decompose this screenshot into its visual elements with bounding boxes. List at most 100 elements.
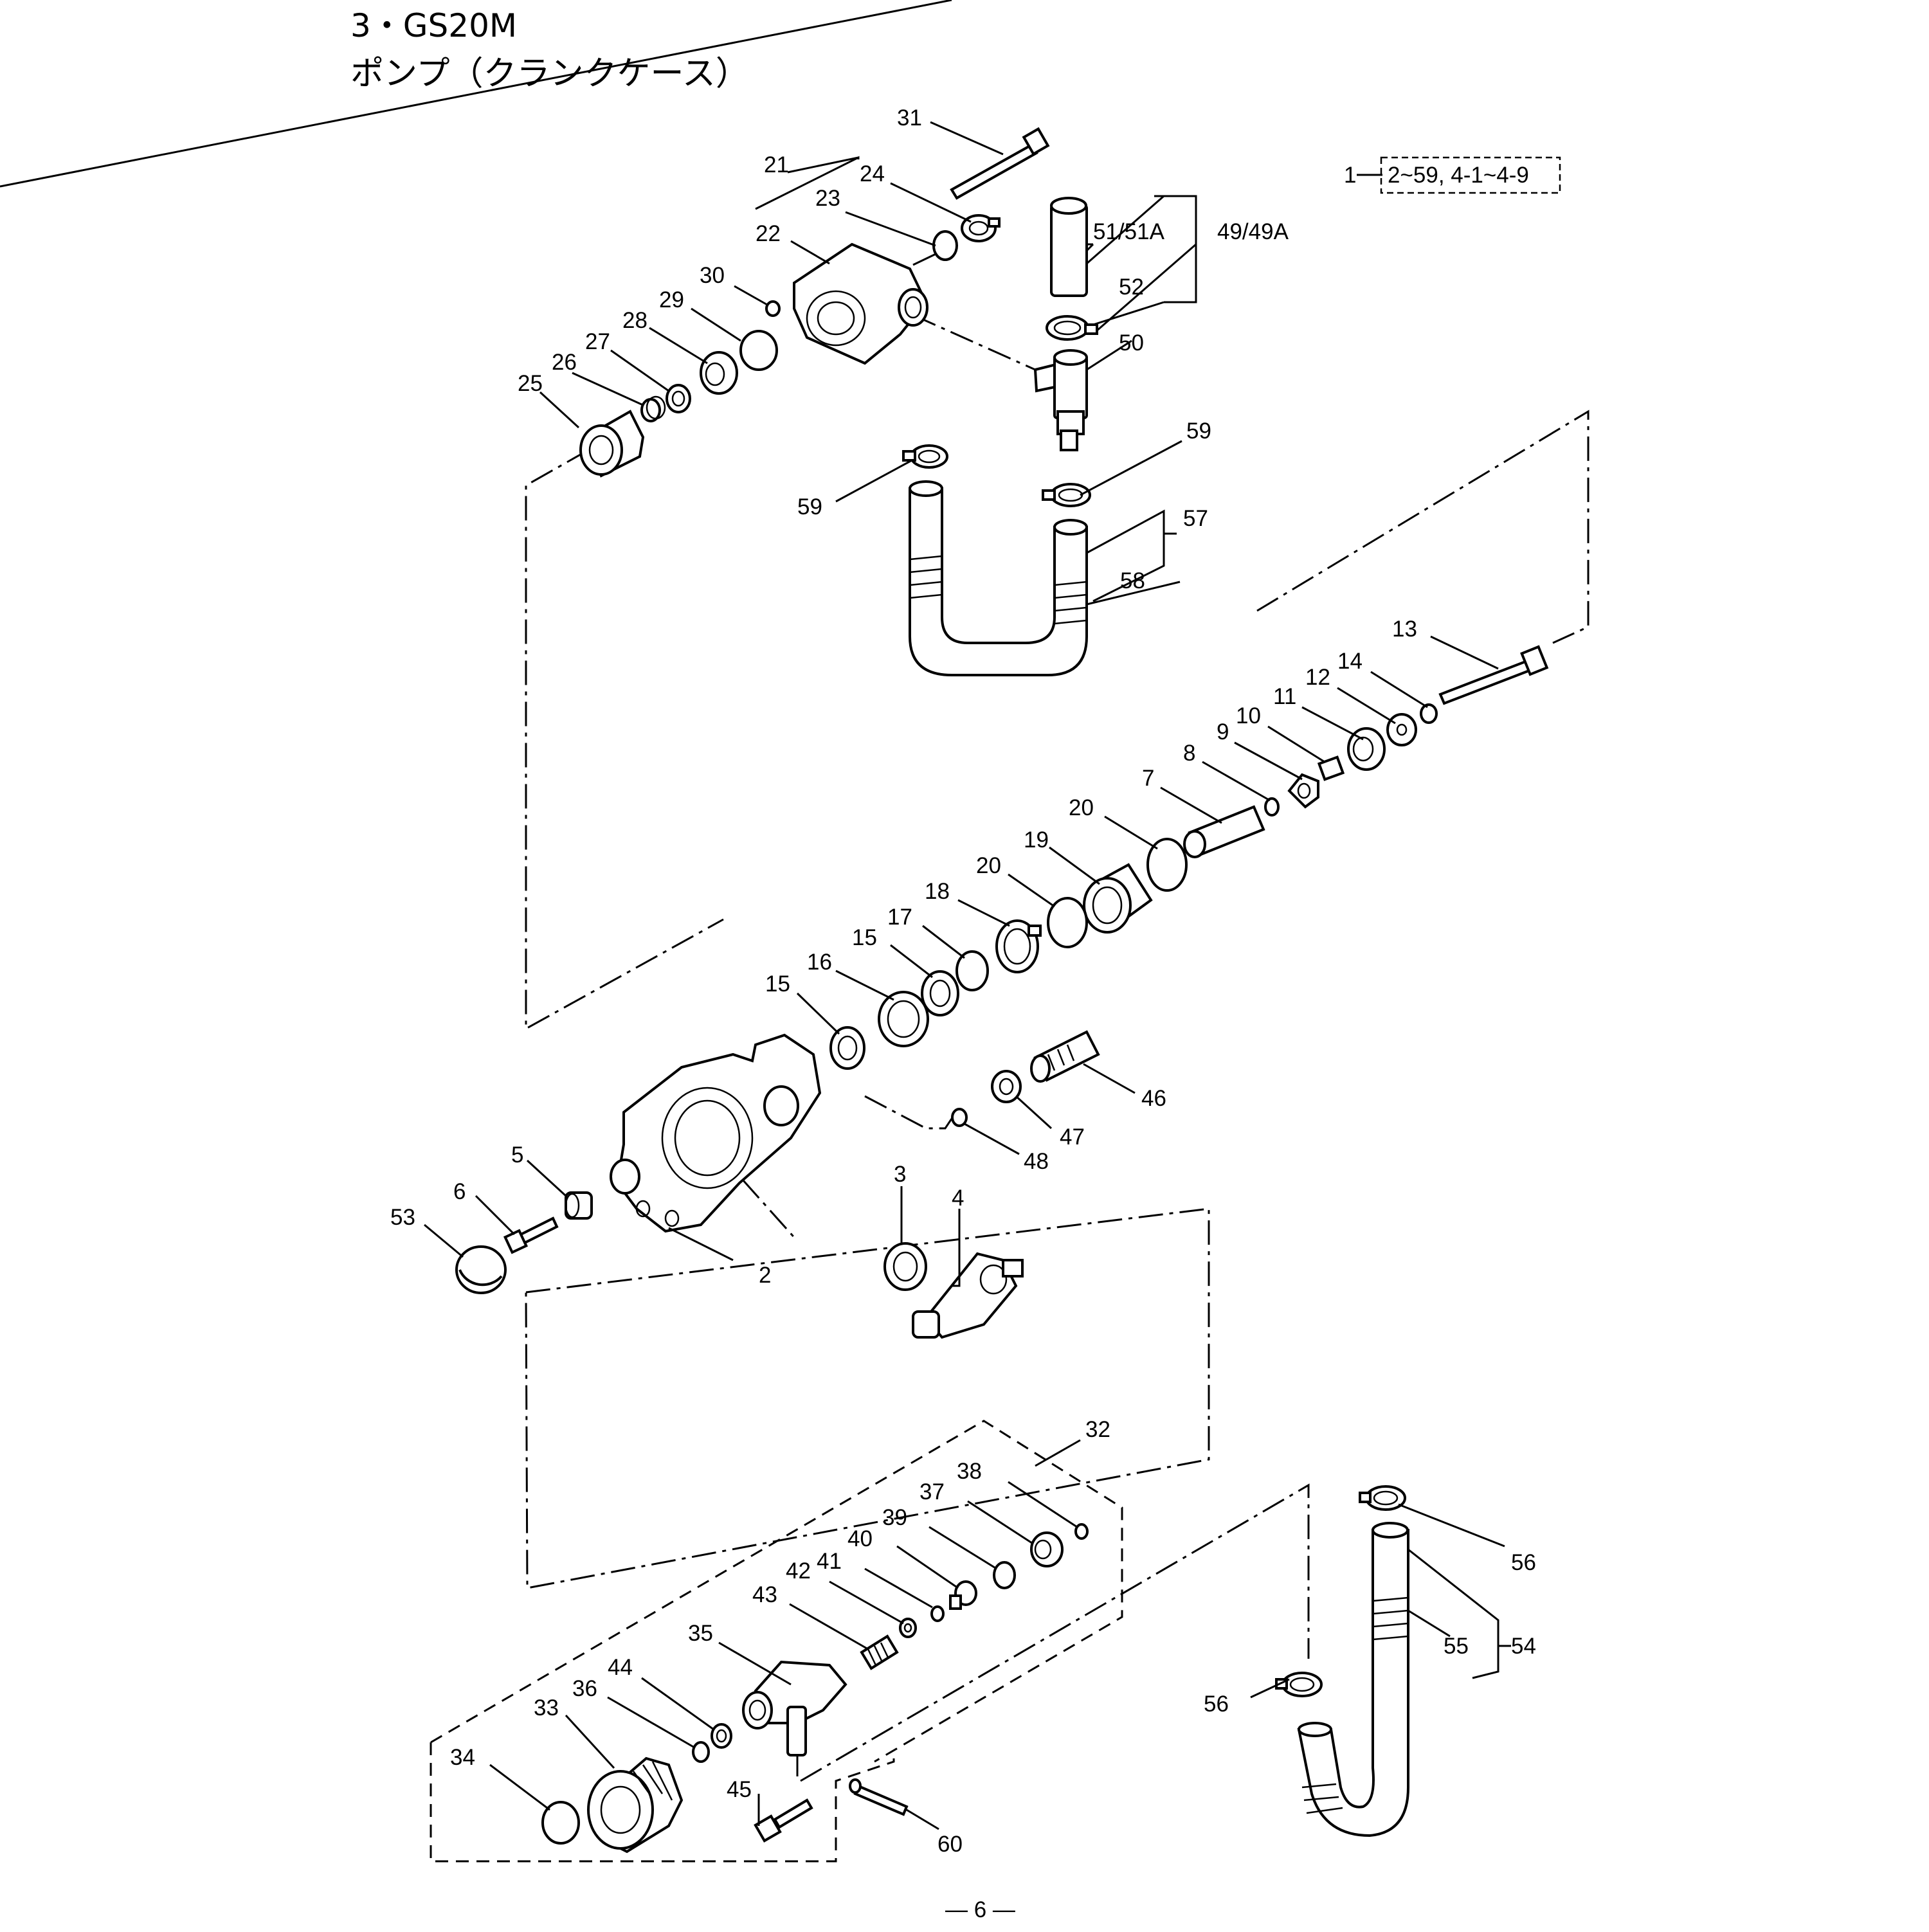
label-10: 10 — [1236, 703, 1261, 728]
hose-clip-59b-icon — [1042, 483, 1091, 507]
cap-25-icon — [579, 410, 645, 478]
label-24: 24 — [860, 161, 885, 186]
label-35: 35 — [688, 1621, 713, 1646]
guide-left-vertical — [525, 449, 724, 1031]
label-38: 38 — [957, 1459, 982, 1484]
spring-26-icon — [640, 395, 666, 422]
oring-38-icon — [1074, 1523, 1089, 1540]
washer-14-icon — [1420, 703, 1438, 724]
label-20b: 20 — [1069, 795, 1094, 820]
hose-clip-59a-icon — [902, 444, 948, 469]
label-55: 55 — [1444, 1634, 1469, 1659]
label-2: 2 — [759, 1263, 771, 1288]
hose-clip-56a-icon — [1359, 1485, 1406, 1511]
label-57: 57 — [1183, 506, 1208, 531]
oring-20a-icon — [1047, 897, 1088, 948]
page-number: ― 6 ― — [945, 1897, 1015, 1922]
label-legend-range: 2~59, 4-1~4-9 — [1388, 163, 1529, 188]
label-58: 58 — [1120, 568, 1145, 593]
valve-37-icon — [1030, 1531, 1064, 1567]
head-housing-22-icon — [793, 242, 928, 365]
oring-30-icon — [765, 300, 781, 317]
label-6: 6 — [453, 1179, 466, 1204]
label-27: 27 — [585, 329, 610, 354]
label-43: 43 — [752, 1582, 777, 1607]
label-32: 32 — [1085, 1417, 1110, 1442]
label-13: 13 — [1392, 617, 1417, 642]
label-36: 36 — [572, 1676, 597, 1701]
label-31: 31 — [897, 105, 922, 131]
label-26: 26 — [552, 350, 577, 375]
knob-33-icon — [587, 1756, 684, 1854]
label-9: 9 — [1217, 719, 1229, 745]
label-49: 49/49A — [1217, 219, 1289, 244]
label-legend-item: 1 — [1344, 163, 1356, 188]
bolt-45-icon — [754, 1798, 813, 1843]
seal-15b-icon — [921, 970, 959, 1016]
connecting-rod-4-icon — [912, 1252, 1024, 1339]
cap-34-icon — [541, 1801, 580, 1845]
label-56b: 56 — [1204, 1692, 1229, 1717]
label-15b: 15 — [852, 925, 877, 950]
fitting-46-icon — [1030, 1030, 1100, 1083]
hose-clip-56b-icon — [1275, 1672, 1323, 1697]
assembly-guides — [430, 314, 1589, 1863]
label-44: 44 — [608, 1655, 633, 1680]
label-59b: 59 — [1186, 419, 1211, 444]
legend-dashed-frame — [1380, 156, 1561, 194]
middle-assembly — [455, 645, 1549, 1339]
label-29: 29 — [659, 287, 684, 312]
oring-39-icon — [993, 1561, 1016, 1589]
label-23: 23 — [815, 186, 840, 211]
spacer-5-icon — [565, 1191, 593, 1220]
label-12: 12 — [1305, 665, 1330, 690]
tube-51-icon — [1050, 197, 1088, 297]
valve-23-icon — [912, 230, 958, 266]
bolt-6-icon — [503, 1216, 559, 1254]
label-21: 21 — [764, 152, 789, 177]
seal-11-icon — [1347, 727, 1386, 771]
ring-27-icon — [666, 384, 691, 413]
label-53: 53 — [390, 1205, 415, 1230]
hose-54-icon — [1297, 1522, 1409, 1837]
label-39: 39 — [882, 1505, 907, 1530]
bearing-3-icon — [883, 1242, 927, 1291]
bolt-13-icon — [1438, 645, 1549, 705]
oring-8-icon — [1264, 797, 1280, 817]
guide-right-top — [1256, 410, 1589, 644]
guide-crankcase-to-oring — [864, 1095, 953, 1130]
crankcase-2-icon — [610, 1033, 822, 1233]
seal-15a-icon — [829, 1026, 865, 1070]
sleeve-19-icon — [1083, 863, 1153, 934]
bolt-31-icon — [0, 0, 1050, 200]
plug-53-icon — [455, 1245, 507, 1294]
label-7: 7 — [1142, 766, 1154, 791]
label-19: 19 — [1024, 827, 1049, 853]
valve-seat-28-icon — [700, 351, 738, 395]
top-assembly — [0, 0, 1098, 676]
label-50: 50 — [1119, 330, 1144, 356]
label-16: 16 — [807, 950, 832, 975]
label-8: 8 — [1183, 741, 1195, 766]
label-56a: 56 — [1511, 1550, 1536, 1575]
part-labels: 1 2~59, 4-1~4-9 31 21 24 23 22 30 29 28 … — [390, 105, 1536, 1857]
label-52: 52 — [1119, 275, 1144, 300]
oring-17-icon — [955, 950, 989, 991]
valve-body-35-icon — [742, 1660, 847, 1756]
label-48: 48 — [1024, 1149, 1049, 1174]
label-41: 41 — [817, 1549, 842, 1574]
ring-44-icon — [711, 1723, 732, 1749]
guide-pilot-box — [430, 1420, 1123, 1763]
label-59a: 59 — [797, 494, 822, 519]
seal-16-icon — [878, 991, 929, 1047]
label-5: 5 — [511, 1142, 523, 1168]
label-14: 14 — [1337, 649, 1363, 674]
label-51: 51/51A — [1093, 219, 1165, 244]
label-11: 11 — [1273, 684, 1296, 709]
label-30: 30 — [700, 263, 725, 288]
guide-bottom-left-box — [430, 1742, 895, 1863]
washer-12-icon — [1386, 713, 1417, 746]
u-hose-57-icon — [909, 480, 1088, 676]
label-20a: 20 — [976, 853, 1001, 878]
label-46: 46 — [1141, 1086, 1166, 1111]
